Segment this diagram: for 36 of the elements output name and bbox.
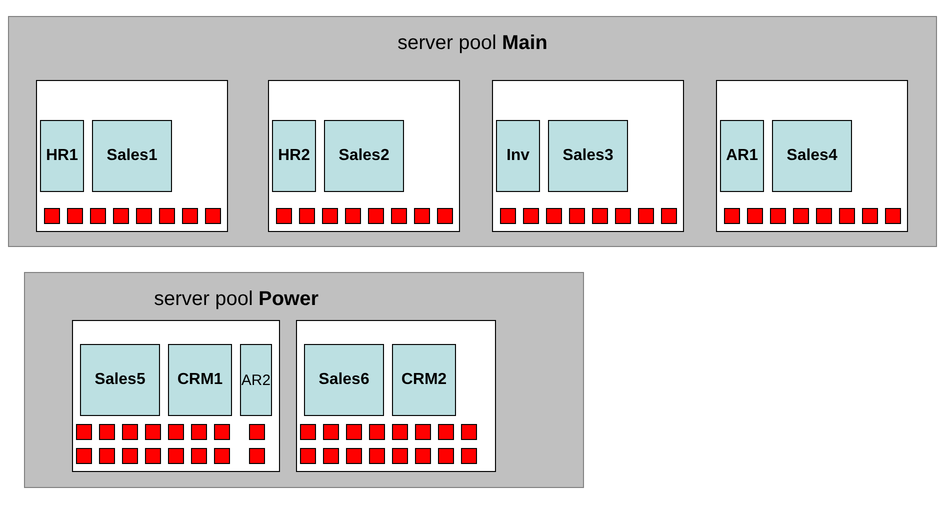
server-box	[72, 320, 280, 472]
vm-box	[720, 120, 764, 192]
vm-box	[80, 344, 160, 416]
vm-box	[168, 344, 232, 416]
vm-box	[304, 344, 384, 416]
vm-box	[272, 120, 316, 192]
vm-label: Sales6	[318, 371, 370, 389]
vm-label: Sales3	[562, 147, 614, 165]
vm-label: Inv	[506, 147, 530, 165]
vm-box	[548, 120, 628, 192]
server-box	[492, 80, 684, 232]
vm-label: Sales1	[106, 147, 158, 165]
vm-box	[496, 120, 540, 192]
vm-box	[772, 120, 852, 192]
server-pool-panel	[8, 16, 937, 247]
vm-box	[392, 344, 456, 416]
vm-box	[240, 344, 272, 416]
server-box	[716, 80, 908, 232]
server-pool-panel	[24, 272, 584, 488]
vm-label: Sales5	[94, 371, 146, 389]
vm-label: AR2	[241, 372, 271, 388]
vm-label: AR1	[726, 147, 758, 165]
vm-box	[92, 120, 172, 192]
vm-label: CRM1	[177, 371, 223, 389]
pool-heading: server pool Power	[154, 288, 319, 311]
vm-label: HR1	[46, 147, 78, 165]
vm-box	[324, 120, 404, 192]
vm-label: Sales4	[786, 147, 838, 165]
pool-heading: server pool Main	[396, 32, 549, 55]
server-box	[268, 80, 460, 232]
vm-label: Sales2	[338, 147, 390, 165]
server-box	[36, 80, 228, 232]
vm-box	[40, 120, 84, 192]
server-box	[296, 320, 496, 472]
vm-label: HR2	[278, 147, 310, 165]
vm-label: CRM2	[401, 371, 447, 389]
